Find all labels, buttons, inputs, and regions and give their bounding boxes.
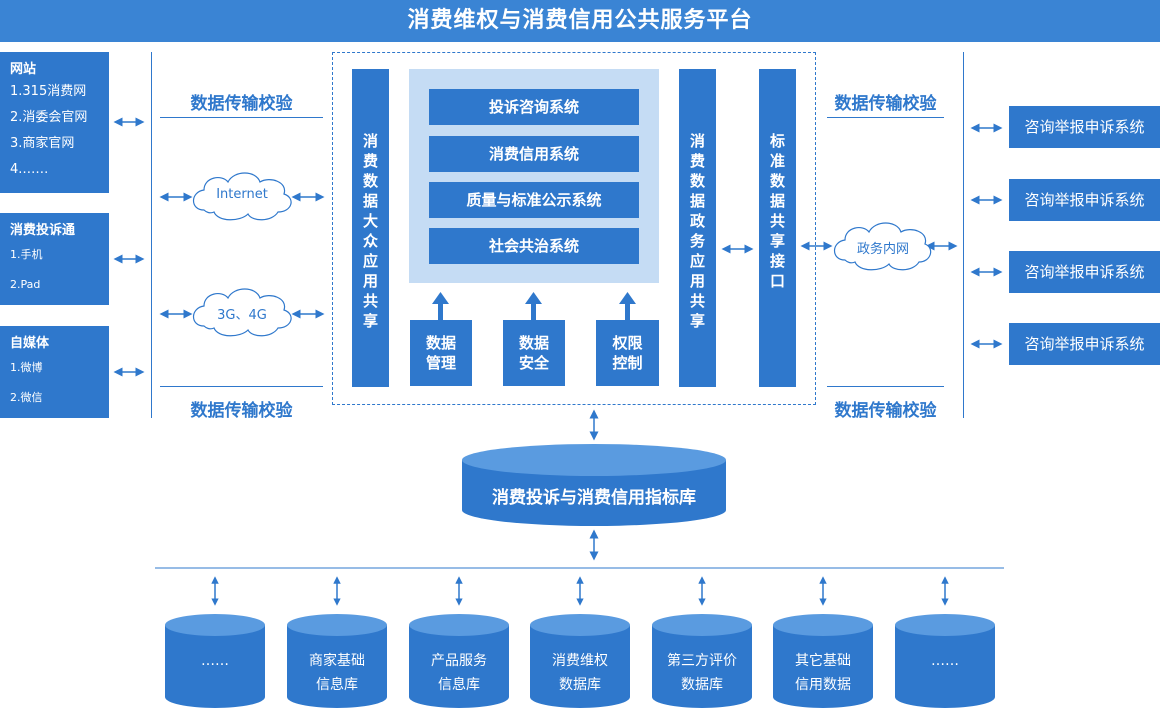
column-label: 消费数据大众应用共享 [362,132,378,330]
database-label-line: …… [201,653,229,669]
transfer-label-top-left: 数据传输校验 [190,94,293,114]
database-label-line: 商家基础 [309,653,365,669]
source-complaint-app: 消费投诉通 1.手机 2.Pad [0,213,109,305]
column-label: 消费数据政务应用共享 [689,132,705,330]
database-label-line: 产品服务 [431,653,487,669]
control-label: 管理 [425,354,456,372]
control-data-security[interactable]: 数据 安全 [503,320,565,386]
gov-share-column: 消费数据政务应用共享 [679,69,716,387]
control-label: 数据 [425,334,456,352]
database-label-line: 信息库 [316,677,358,693]
database-label-line: 信息库 [438,677,480,693]
database-label: 产品服务 信息库 [409,649,509,697]
main-database-label: 消费投诉与消费信用指标库 [492,488,696,508]
column-label: 标准数据共享接口 [769,132,785,290]
database-label-line: 第三方评价 [667,653,737,669]
database-cylinder [409,614,509,708]
database-cylinder [895,614,995,708]
database-cylinder [773,614,873,708]
main-database-cylinder [462,444,726,526]
consumer-system[interactable]: 咨询举报申诉系统 [1009,106,1160,148]
system-consumer-credit[interactable]: 消费信用系统 [429,136,639,172]
database-label-line: …… [931,653,959,669]
public-share-column: 消费数据大众应用共享 [352,69,389,387]
database-cylinder [530,614,630,708]
cloud-icon [833,222,932,271]
page-title: 消费维权与消费信用公共服务平台 [0,0,1160,42]
control-label: 权限 [612,334,643,352]
source-item: 1.手机 [10,248,43,261]
divider [160,386,323,387]
standard-interface-column: 标准数据共享接口 [759,69,796,387]
core-platform-region [332,52,816,405]
control-label: 控制 [612,354,643,372]
source-item: 2.消委会官网 [10,110,88,125]
control-data-management[interactable]: 数据 管理 [410,320,472,386]
database-label-line: 数据库 [559,677,601,693]
transfer-label-bottom-right: 数据传输校验 [834,401,937,421]
control-permission[interactable]: 权限 控制 [596,320,659,386]
source-self-media: 自媒体 1.微博 2.微信 [0,326,109,418]
database-cylinder [287,614,387,708]
database-cylinders [165,614,995,708]
source-websites: 网站 1.315消费网 2.消委会官网 3.商家官网 4.…… [0,52,109,193]
control-label: 安全 [518,354,549,372]
database-label: 第三方评价 数据库 [652,649,752,697]
cloud-label-mobile: 3G、4G [217,308,267,323]
source-header: 网站 [10,62,37,77]
database-cylinder [652,614,752,708]
source-item: 2.微信 [10,391,43,404]
consumer-system[interactable]: 咨询举报申诉系统 [1009,179,1160,221]
database-cylinder [165,614,265,708]
consumer-system[interactable]: 咨询举报申诉系统 [1009,251,1160,293]
database-label-line: 数据库 [681,677,723,693]
database-label: 商家基础 信息库 [287,649,387,697]
database-label: …… [895,649,995,673]
cloud-label-gov-intranet: 政务内网 [856,242,909,257]
divider [160,117,323,118]
consumer-system[interactable]: 咨询举报申诉系统 [1009,323,1160,365]
transfer-label-top-right: 数据传输校验 [834,94,937,114]
system-social-governance[interactable]: 社会共治系统 [429,228,639,264]
source-item: 4.…… [10,162,49,177]
source-item: 3.商家官网 [10,136,75,151]
right-divider [963,52,964,418]
system-quality-standard[interactable]: 质量与标准公示系统 [429,182,639,218]
left-divider [151,52,152,418]
divider [827,117,944,118]
database-label-line: 其它基础 [795,653,851,669]
database-label-line: 信用数据 [795,677,851,693]
cloud-icon [192,172,292,221]
divider [827,386,944,387]
source-item: 1.315消费网 [10,84,87,99]
source-header: 自媒体 [10,336,50,351]
source-header: 消费投诉通 [10,223,76,238]
control-label: 数据 [518,334,549,352]
cloud-label-internet: Internet [216,187,268,202]
database-label-line: 消费维权 [552,653,608,669]
source-item: 2.Pad [10,278,41,291]
database-label: 其它基础 信用数据 [773,649,873,697]
up-arrow-icon [432,292,636,320]
system-complaint-consult[interactable]: 投诉咨询系统 [429,89,639,125]
database-label: 消费维权 数据库 [530,649,630,697]
transfer-label-bottom-left: 数据传输校验 [190,401,293,421]
source-item: 1.微博 [10,361,43,374]
cloud-icon [192,288,292,337]
database-label: …… [165,649,265,673]
